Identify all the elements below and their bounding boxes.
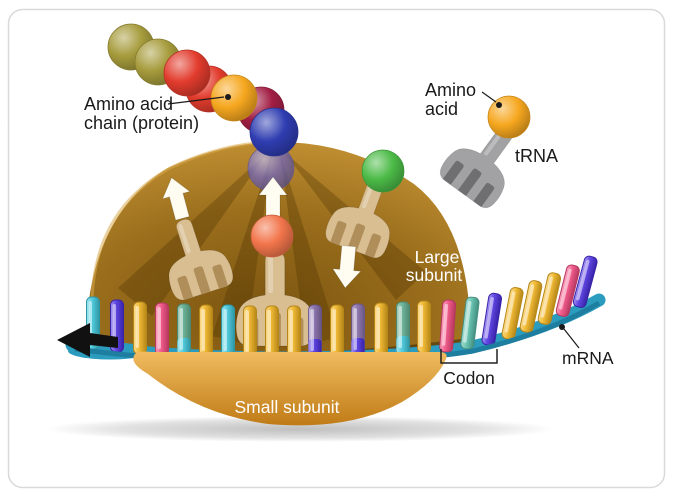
mrna-label: mRNA bbox=[562, 348, 614, 368]
mrna-nucleotide bbox=[519, 280, 543, 333]
pointer-dots bbox=[225, 94, 565, 330]
amino-acid-chain bbox=[107, 23, 299, 157]
mrna-nucleotide bbox=[221, 304, 235, 358]
chain-amino-acid-sphere bbox=[210, 74, 258, 122]
small-subunit bbox=[133, 351, 447, 426]
mrna-nucleotide bbox=[330, 304, 344, 358]
mrna-nucleotide bbox=[199, 304, 213, 358]
large-subunit-label-line2: subunit bbox=[406, 265, 463, 285]
trna-tan bbox=[168, 218, 234, 301]
mrna-nucleotide bbox=[439, 299, 457, 353]
free-amino-acid-layer bbox=[487, 95, 531, 139]
codon-bracket bbox=[440, 349, 498, 364]
amino-acid-sphere-layer bbox=[250, 149, 405, 258]
amino-acid-label-line2: acid bbox=[425, 99, 458, 119]
mrna-nucleotide bbox=[537, 272, 562, 325]
mrna-nucleotide bbox=[308, 304, 322, 358]
mrna-nucleotide bbox=[133, 301, 147, 355]
green-amino-acid-sphere bbox=[361, 149, 405, 193]
ground-shadow bbox=[45, 416, 555, 442]
mrna-nucleotide bbox=[417, 300, 431, 354]
mrna-nucleotide bbox=[243, 305, 257, 359]
incoming-amino-acid-sphere bbox=[250, 214, 294, 258]
free-amino-acid-sphere bbox=[487, 95, 531, 139]
large-subunit-label-line1: Large bbox=[415, 247, 460, 267]
mrna-nucleotide bbox=[374, 302, 388, 356]
mrna-nucleotides bbox=[86, 255, 598, 359]
trna-tan bbox=[325, 176, 391, 259]
mrna-nucleotide bbox=[155, 302, 169, 356]
mrna-nucleotide bbox=[265, 305, 279, 359]
pointer-lines bbox=[167, 91, 580, 349]
mrna-nucleotide bbox=[287, 305, 301, 359]
trna-label: tRNA bbox=[515, 146, 558, 166]
mrna-nucleotide bbox=[572, 255, 598, 308]
chain-amino-acid-sphere bbox=[249, 107, 299, 157]
mrna-nucleotide bbox=[177, 303, 191, 357]
amino-acid-chain-label-line1: Amino acid bbox=[84, 94, 173, 114]
small-subunit-label: Small subunit bbox=[234, 397, 339, 417]
mrna-nucleotide bbox=[351, 303, 365, 357]
amino-acid-chain-label-line2: chain (protein) bbox=[84, 113, 199, 133]
mrna-nucleotide bbox=[396, 301, 410, 355]
mrna-nucleotide bbox=[460, 296, 480, 350]
mrna-nucleotide bbox=[481, 292, 503, 346]
mrna-nucleotide bbox=[555, 264, 580, 317]
chain-amino-acid-sphere bbox=[163, 49, 211, 97]
mrna-direction-arrow bbox=[57, 323, 118, 357]
mrna-nucleotide bbox=[501, 287, 524, 340]
dome-rim-highlight bbox=[90, 140, 279, 301]
codon-label: Codon bbox=[443, 368, 495, 388]
amino-acid-label-line1: Amino bbox=[425, 80, 476, 100]
